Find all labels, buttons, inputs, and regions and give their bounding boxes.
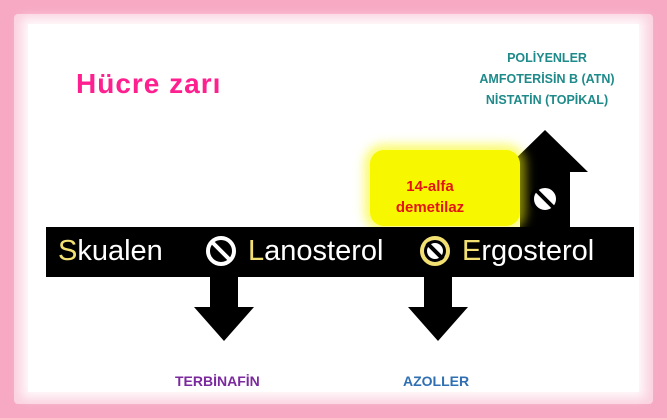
label-amphotericin: AMFOTERİSİN B (ATN) — [479, 72, 615, 86]
arrow-up-icon — [502, 130, 588, 230]
squalene-rest: kualen — [77, 235, 163, 267]
lanosterol-rest: anosterol — [264, 235, 384, 267]
enzyme-label: 14-alfa demetilaz — [378, 176, 482, 218]
inhibition-icon — [420, 236, 450, 266]
ergosterol-initial: E — [462, 235, 482, 267]
title-cell-membrane: Hücre zarı — [76, 68, 222, 99]
enzyme-highlight — [370, 150, 520, 226]
enzyme-line-1: 14-alfa — [406, 178, 454, 195]
arrow-down-icon — [408, 277, 468, 341]
squalene-initial: S — [58, 235, 78, 267]
pathway-bar — [46, 227, 634, 277]
arrow-down-icon — [194, 277, 254, 341]
ergosterol-rest: rgosterol — [481, 235, 595, 267]
enzyme-line-2: demetilaz — [395, 199, 465, 216]
label-terbinafine: TERBİNAFİN — [175, 373, 260, 389]
label-azoles: AZOLLER — [403, 373, 470, 389]
lanosterol-initial: L — [248, 235, 265, 267]
polyene-labels: POLİYENLER AMFOTERİSİN B (ATN) NİSTATİN … — [452, 48, 642, 111]
label-polyenes: POLİYENLER — [507, 51, 587, 65]
inhibition-icon — [206, 236, 236, 266]
word-ergosterol: Ergosterol — [462, 234, 594, 268]
word-squalene: Skualen — [58, 234, 163, 268]
word-lanosterol: Lanosterol — [248, 234, 383, 268]
inhibition-icon — [530, 184, 560, 214]
label-nystatin: NİSTATİN (TOPİKAL) — [485, 93, 609, 107]
